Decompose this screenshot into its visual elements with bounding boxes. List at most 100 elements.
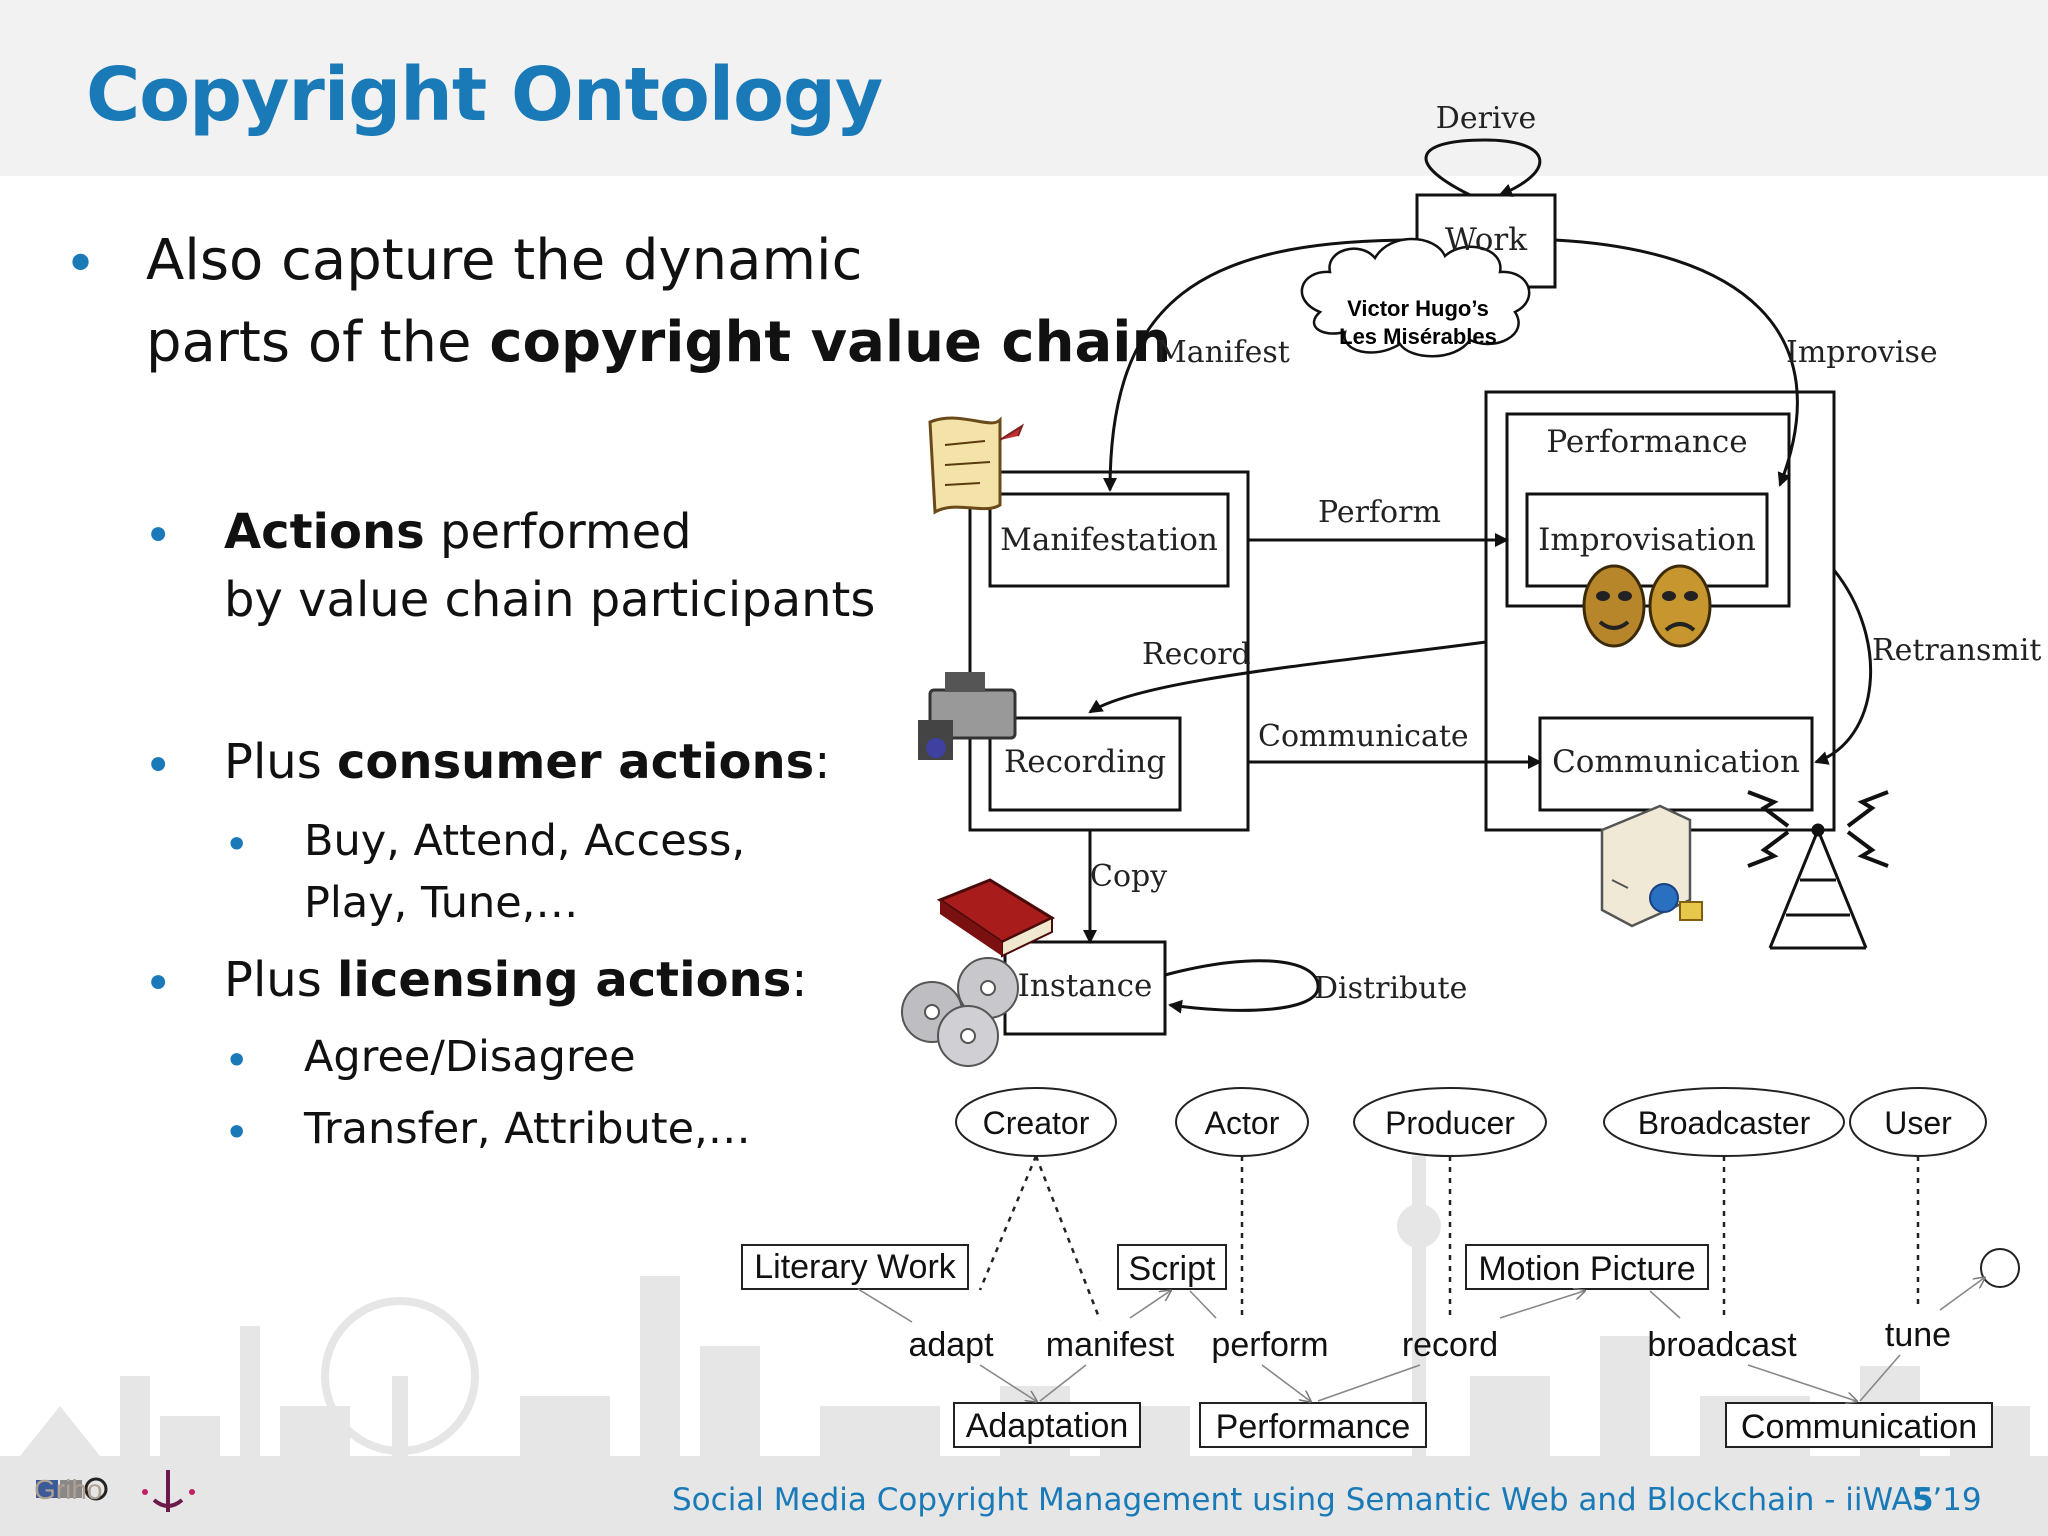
result-adaptation [953,1402,1141,1448]
bullet-dot: • [224,1108,250,1158]
unnamed-node [1980,1248,2020,1288]
theater-masks-icon [1582,564,1712,648]
bullet-4a: Agree/Disagree [304,1032,636,1082]
griho-logo-text: Griho [34,1474,103,1505]
bullet-4-pre: Plus [224,952,337,1008]
link-manifest-adaptation [1039,1364,1087,1402]
skyline-background [0,1156,2048,1536]
box-recording [988,716,1182,812]
bullet-3-bold: consumer actions [336,734,815,790]
cloud-callout: Victor Hugo’s Les Misérables [1300,237,1531,358]
object-motion-picture [1465,1244,1709,1290]
cloud-line1: Victor Hugo’s [1347,296,1489,321]
link-literary-adapt [857,1288,913,1323]
result-label-adaptation: Adaptation [966,1407,1129,1445]
action-perform: perform [1211,1326,1328,1364]
label-manifestation: Manifestation [1000,522,1218,558]
label-record: Record [1142,637,1251,672]
action-tune: tune [1885,1316,1951,1354]
bullet-1-text: parts of the [146,310,490,375]
bullet-dot: • [224,820,250,870]
bullet-1-line2: parts of the copyright value chain [146,310,1171,375]
bullet-4-post: : [791,952,808,1008]
edge-derive [1424,138,1542,197]
label-instance: Instance [1018,968,1153,1004]
bullet-dot: • [144,508,173,564]
link-tune-node [1939,1278,1984,1311]
bullet-1-line1: Also capture the dynamic [146,228,863,293]
box-left-group [968,470,1250,832]
book-icon [936,878,1056,958]
label-distribute: Distribute [1314,971,1467,1006]
link-record-performance [1317,1364,1421,1402]
bullet-2-bold: Actions [224,504,425,560]
server-icon [1600,804,1703,928]
agent-label-creator: Creator [983,1105,1090,1141]
box-performance [1505,412,1791,608]
action-broadcast: broadcast [1647,1326,1797,1364]
cd-discs-icon [901,957,1019,1067]
udl-crest-icon [142,1470,195,1512]
title-band [0,0,2048,176]
result-label-communication: Communication [1741,1408,1977,1446]
footer-text: Social Media Copyright Management using … [672,1482,1982,1518]
broadcast-tower-icon [1747,790,1889,950]
video-camera-icon [918,672,1017,760]
edge-retransmit [1814,569,1872,765]
label-communication: Communication [1552,744,1800,780]
link-creator-manifest [1034,1155,1102,1321]
label-improvise: Improvise [1786,335,1938,370]
bullet-2-line1: Actions performed [224,504,692,560]
bullet-3: Plus consumer actions: [224,734,830,790]
label-improvisation: Improvisation [1538,522,1756,558]
action-adapt: adapt [908,1326,994,1364]
label-recording: Recording [1004,744,1166,780]
bullet-3-post: : [814,734,831,790]
bullet-3a-line1: Buy, Attend, Access, [304,816,746,866]
box-improvisation [1525,492,1769,588]
action-record: record [1402,1326,1498,1364]
cloud-line2: Les Misérables [1339,324,1497,349]
label-retransmit: Retransmit [1872,633,2041,668]
box-manifestation [988,492,1230,588]
bullet-3a-line2: Play, Tune,… [304,878,579,928]
action-manifest: manifest [1046,1326,1175,1364]
label-work: Work [1445,222,1527,258]
link-script-perform [1189,1290,1217,1319]
object-label-script: Script [1129,1250,1216,1288]
label-manifest: Manifest [1156,335,1290,370]
bullet-4: Plus licensing actions: [224,952,807,1008]
edge-manifest [1103,238,1418,492]
link-perform-performance [1261,1364,1310,1401]
label-performance: Performance [1546,424,1747,460]
object-literary-work [741,1244,969,1290]
bullet-4-bold: licensing actions [336,952,792,1008]
link-adapt-adaptation [979,1364,1036,1401]
link-motion-broadcast [1649,1290,1681,1319]
link-creator-adapt [978,1155,1038,1291]
edge-distribute [1164,959,1320,1014]
label-perform: Perform [1318,495,1441,530]
bullet-4b: Transfer, Attribute,… [304,1104,751,1154]
object-script [1117,1244,1227,1290]
link-tune-communication [1859,1354,1901,1402]
bullet-dot: • [144,738,173,794]
agent-label-broadcaster: Broadcaster [1638,1105,1811,1141]
bullet-dot: • [224,1036,250,1086]
result-label-performance: Performance [1216,1408,1411,1446]
bullet-dot: • [144,956,173,1012]
agent-label-user: User [1884,1105,1952,1141]
bullet-2-text: performed [424,504,692,560]
bullet-dot: • [64,232,98,297]
agent-label-actor: Actor [1205,1105,1280,1141]
bullet-1-bold: copyright value chain [489,310,1172,375]
object-label-motion-picture: Motion Picture [1478,1250,1695,1288]
page-number: 5 [1912,1482,1934,1518]
object-label-literary-work: Literary Work [754,1248,957,1286]
scroll-icon [928,416,1025,515]
link-broadcast-communication [1747,1364,1856,1401]
label-copy: Copy [1090,859,1167,894]
bullet-2-line2: by value chain participants [224,572,876,628]
link-record-motion [1499,1291,1584,1319]
